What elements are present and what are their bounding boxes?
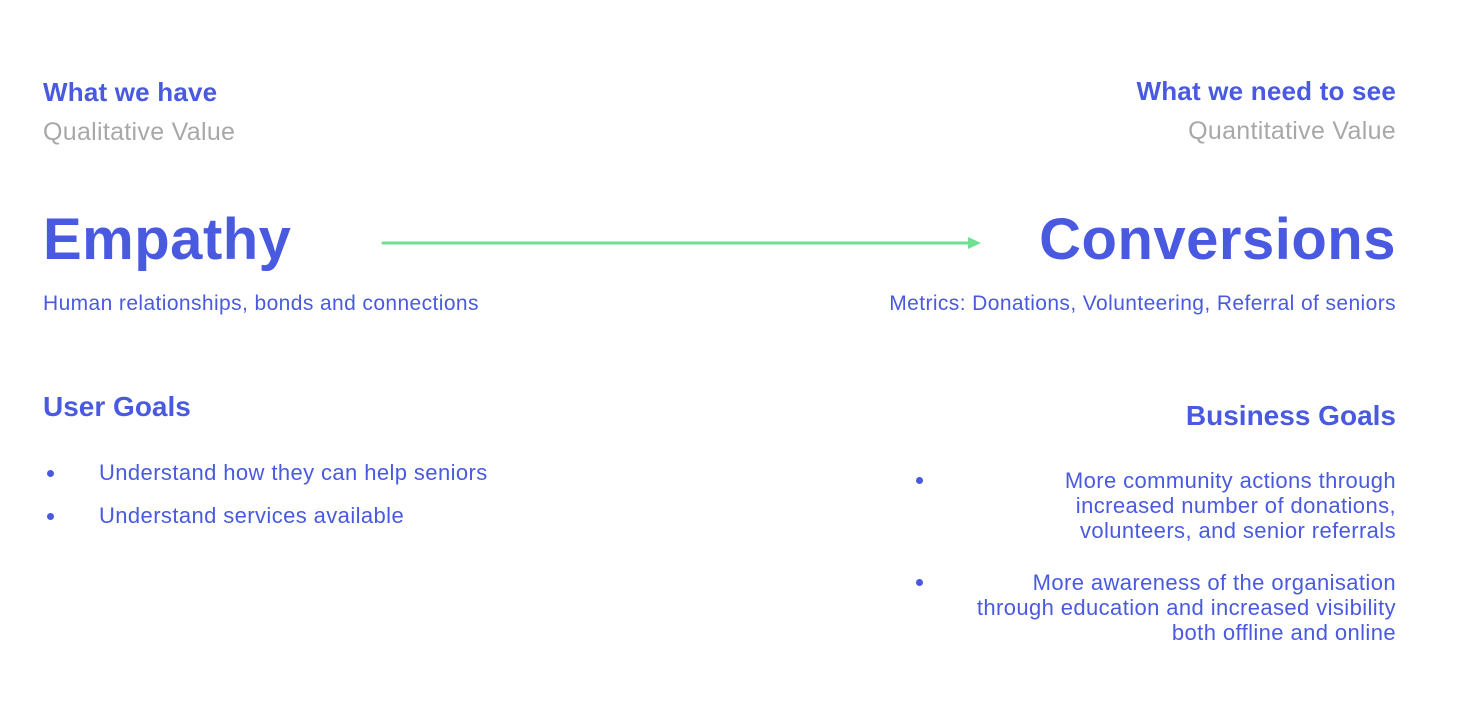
right-headline: Conversions <box>1039 207 1396 272</box>
list-item: Understand how they can help seniors <box>43 460 603 486</box>
user-goal-text: Understand how they can help seniors <box>99 460 488 485</box>
left-headline: Empathy <box>43 207 292 272</box>
bullet-dot-icon <box>916 579 923 586</box>
right-description: Metrics: Donations, Volunteering, Referr… <box>889 292 1396 315</box>
left-subtitle: Qualitative Value <box>43 118 236 146</box>
left-kicker: What we have <box>43 77 218 107</box>
list-item: Understand services available <box>43 503 603 529</box>
user-goals-list: Understand how they can help seniors Und… <box>43 460 603 530</box>
business-goals-title: Business Goals <box>1185 400 1396 431</box>
right-subtitle: Quantitative Value <box>1188 117 1396 145</box>
right-kicker: What we need to see <box>1136 76 1396 106</box>
bullet-dot-icon <box>916 477 923 484</box>
user-goal-text: Understand services available <box>99 503 405 528</box>
list-item: More community actions through increased… <box>900 468 1396 546</box>
left-description: Human relationships, bonds and connectio… <box>43 292 479 315</box>
business-goal-text: More community actions through increased… <box>1064 468 1396 543</box>
business-goal-text: More awareness of the organisation throu… <box>976 570 1396 645</box>
bullet-dot-icon <box>47 470 54 477</box>
arrow-right-icon <box>381 237 981 249</box>
bullet-dot-icon <box>47 513 54 520</box>
list-item: More awareness of the organisation throu… <box>900 570 1396 648</box>
business-goals-list: More community actions through increased… <box>900 468 1396 648</box>
user-goals-title: User Goals <box>43 391 191 422</box>
